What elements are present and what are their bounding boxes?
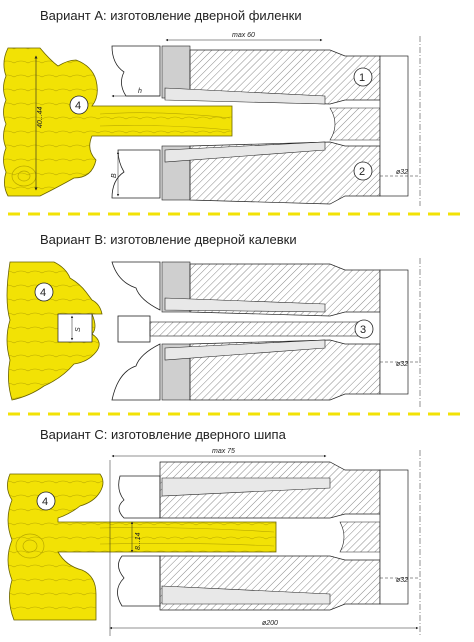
dim-max-a: max 60 <box>232 32 255 39</box>
heading-variant-c: Вариант С: изготовление дверного шипа <box>40 427 286 442</box>
label-part3-b: 3 <box>360 324 366 336</box>
dim-b-a: B <box>111 173 118 178</box>
dim-h-a: h <box>138 88 142 95</box>
label-workpiece-c: 4 <box>42 496 48 508</box>
variant-b-diagram: S 4 3 ø32 <box>6 258 421 408</box>
workpiece-b <box>6 261 103 401</box>
dim-range-c: 8...14 <box>135 532 142 550</box>
variant-c-diagram: 4 8...14 ø32 max 75 ø200 <box>7 448 421 636</box>
label-part2-a: 2 <box>359 166 365 178</box>
dim-bore-a: ø32 <box>396 169 408 176</box>
heading-variant-b: Вариант В: изготовление дверной калевки <box>40 232 297 247</box>
dim-s-b: S <box>75 327 82 332</box>
workpiece-c <box>7 473 277 621</box>
label-workpiece-a: 4 <box>75 100 81 112</box>
dim-range-a: 40...44 <box>37 106 44 128</box>
workpiece-a <box>3 47 233 197</box>
variant-a-diagram: 40...44 4 h B max 60 1 2 <box>3 32 421 206</box>
heading-variant-a: Вариант А: изготовление дверной филенки <box>40 8 302 23</box>
dim-diameter-c: ø200 <box>262 620 278 627</box>
dim-bore-c: ø32 <box>396 577 408 584</box>
label-workpiece-b: 4 <box>40 287 46 299</box>
label-part1-a: 1 <box>359 72 365 84</box>
dim-max-c: max 75 <box>212 448 235 455</box>
dim-bore-b: ø32 <box>396 361 408 368</box>
